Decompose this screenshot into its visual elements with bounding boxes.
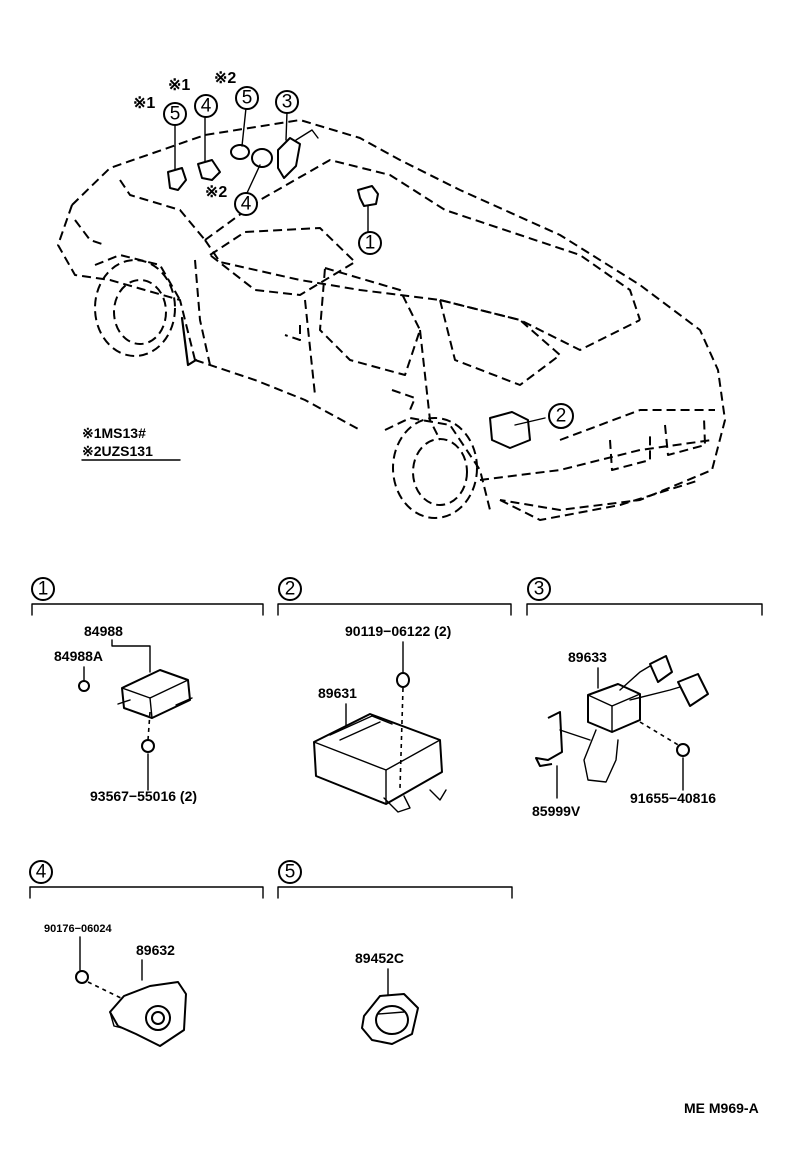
part-89452C: 89452C [355, 950, 404, 966]
section-1: 1 84988 84988A 93567−55016 (2) [31, 577, 264, 804]
section-2: 2 90119−06122 (2) 89631 [277, 577, 512, 813]
marker-ast2-top: ※2 [214, 70, 236, 87]
legend-line-1: ※1MS13# [82, 425, 146, 441]
svg-text:4: 4 [201, 96, 212, 117]
callout-5-top: 5 [235, 86, 259, 110]
section-1-number: 1 [38, 579, 49, 600]
part-89633: 89633 [568, 649, 607, 665]
part-89631: 89631 [318, 685, 357, 701]
part-93567-55016: 93567−55016 (2) [90, 788, 197, 804]
part-90176-06024: 90176−06024 [44, 923, 112, 935]
diagram-code: ME M969-A [684, 1100, 759, 1116]
section-3-number: 3 [534, 579, 545, 600]
section-4-number: 4 [36, 862, 47, 883]
part-84988: 84988 [84, 623, 123, 639]
part-90119-06122: 90119−06122 (2) [345, 623, 451, 639]
car-illustration [57, 119, 726, 521]
section-3: 3 89633 85999V 91655−40816 [526, 577, 763, 819]
callout-4-bottom: 4 [234, 192, 258, 216]
section-4: 4 90176−06024 89632 [29, 860, 264, 1047]
section-5-number: 5 [285, 862, 296, 883]
model-legend: ※1MS13# ※2UZS131 [81, 425, 181, 461]
marker-ast1-top: ※1 [168, 77, 190, 94]
car-leader-lines [174, 107, 288, 194]
part-89632: 89632 [136, 942, 175, 958]
callout-2-car: 2 [548, 403, 574, 429]
svg-text:3: 3 [282, 92, 293, 113]
part-85999V: 85999V [532, 803, 581, 819]
svg-text:2: 2 [556, 406, 567, 427]
part-84988A: 84988A [54, 648, 103, 664]
section-2-number: 2 [285, 579, 296, 600]
callout-1-car: 1 [358, 231, 382, 255]
svg-text:5: 5 [242, 88, 253, 109]
marker-ast2-bottom: ※2 [205, 184, 227, 201]
part-91655-40816: 91655−40816 [630, 790, 716, 806]
svg-text:4: 4 [241, 194, 252, 215]
marker-ast1-left: ※1 [133, 95, 155, 112]
legend-line-2: ※2UZS131 [82, 443, 153, 459]
callout-4-top: 4 [194, 94, 218, 118]
callout-3-top: 3 [275, 90, 299, 114]
section-5: 5 89452C [277, 860, 513, 1045]
svg-text:5: 5 [170, 104, 181, 125]
callout-5-left: 5 [163, 102, 187, 126]
svg-text:1: 1 [365, 233, 376, 254]
